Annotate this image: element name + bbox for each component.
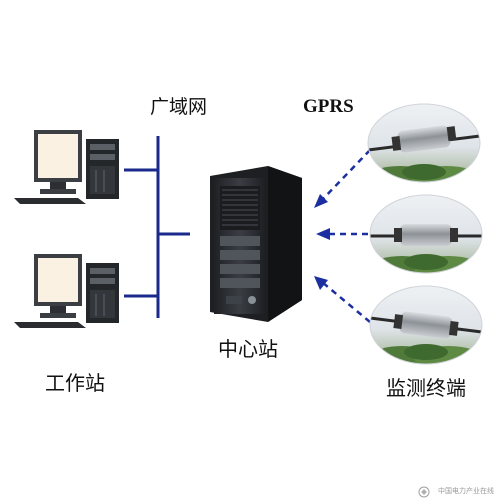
workstation-computer-bottom [14,254,119,328]
gprs-links [314,149,371,323]
monitoring-terminal-bottom [369,285,483,365]
center-server [210,166,302,322]
gprs-arrow-bottom [321,281,371,323]
gprs-arrowhead-top [314,194,328,208]
monitoring-terminal-middle [369,194,483,274]
gprs-label: GPRS [303,96,354,117]
monitoring-terminal-top [367,103,481,183]
wan-label: 广域网 [150,96,208,118]
gprs-arrowhead-middle [316,228,330,240]
gprs-arrow-top [321,149,371,201]
watermark-text: 中国电力产业在线 [438,487,494,495]
watermark-logo-icon [418,486,430,498]
center-station-label: 中心站 [218,337,278,361]
monitoring-terminal-label: 监测终端 [386,376,466,400]
gprs-arrowhead-bottom [314,276,328,290]
wan-bus [124,136,190,318]
workstation-computer-top [14,130,119,204]
workstation-label: 工作站 [45,371,105,395]
